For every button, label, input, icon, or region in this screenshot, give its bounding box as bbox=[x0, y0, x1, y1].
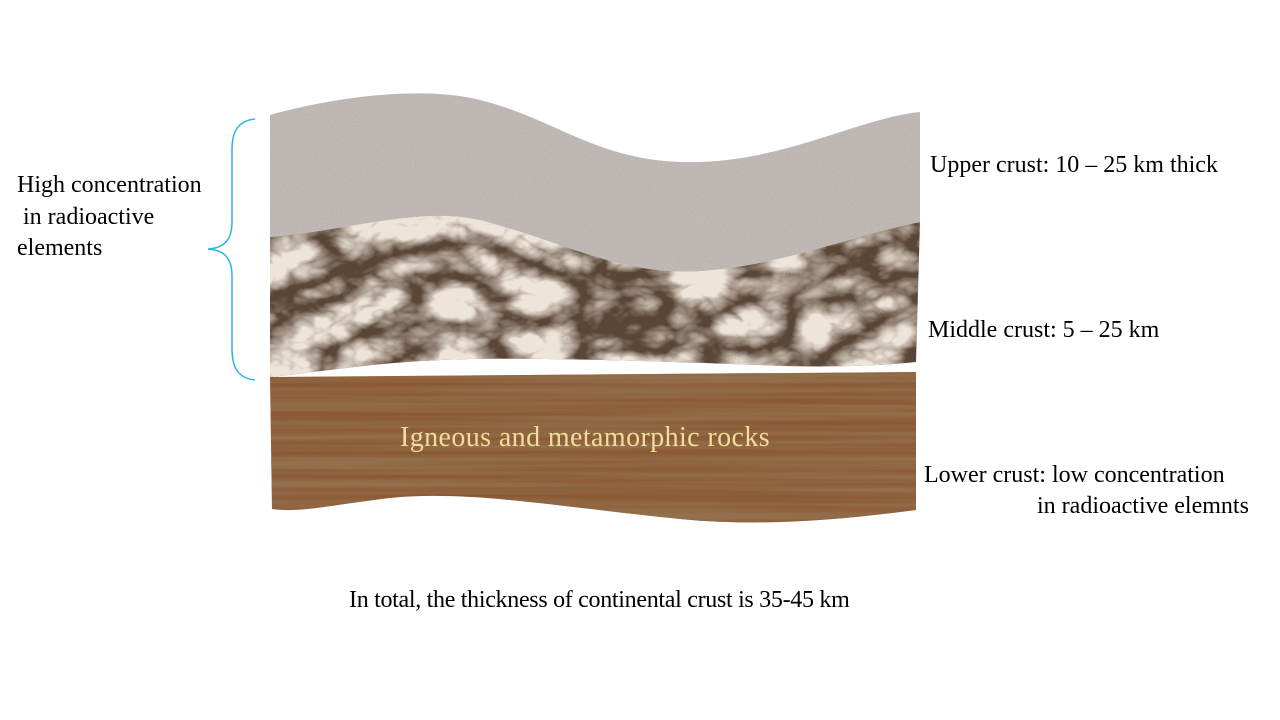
lower-crust-label-line1: Lower crust: low concentration bbox=[924, 462, 1225, 488]
lower-crust-label-line2: in radioactive elemnts bbox=[1037, 493, 1249, 519]
middle-crust-label: Middle crust: 5 – 25 km bbox=[928, 317, 1160, 343]
upper-crust-layer bbox=[270, 93, 920, 272]
lower-crust-layer bbox=[270, 372, 916, 523]
note-line-1: High concentration bbox=[17, 172, 202, 198]
radioactive-concentration-note: High concentration in radioactive elemen… bbox=[17, 170, 202, 265]
note-line-3: elements bbox=[17, 235, 103, 261]
lower-crust-rock-type: Igneous and metamorphic rocks bbox=[400, 422, 771, 453]
note-line-2: in radioactive bbox=[17, 203, 155, 230]
total-thickness-caption: In total, the thickness of continental c… bbox=[349, 587, 850, 613]
upper-crust-label: Upper crust: 10 – 25 km thick bbox=[930, 152, 1218, 178]
curly-brace bbox=[207, 118, 256, 381]
middle-crust-layer bbox=[270, 215, 920, 377]
